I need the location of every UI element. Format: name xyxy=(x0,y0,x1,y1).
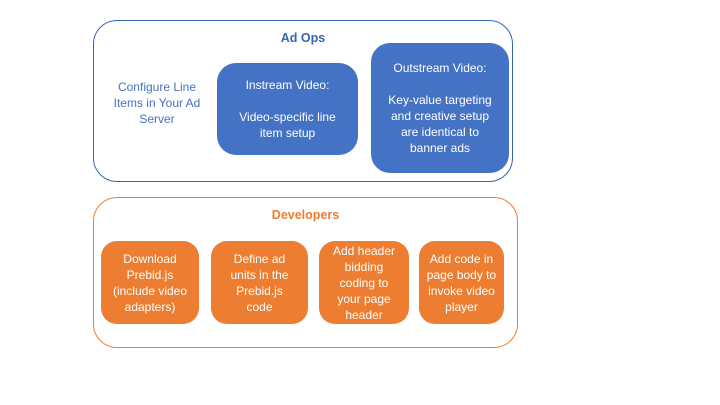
developer-step-text: Add code in page body to invoke video pl… xyxy=(426,251,497,314)
developer-step-text: Download Prebid.js (include video adapte… xyxy=(112,251,188,314)
outstream-video-box: Outstream Video: Key-value targeting and… xyxy=(371,43,509,173)
ad-ops-title: Ad Ops xyxy=(280,31,326,45)
developer-step-invoke-player-box: Add code in page body to invoke video pl… xyxy=(419,241,504,324)
ad-ops-group: Ad Ops Configure Line Items in Your Ad S… xyxy=(93,20,513,182)
developer-step-header-bidding-box: Add header bidding coding to your page h… xyxy=(319,241,409,324)
developer-step-text: Define ad units in the Prebid.js code xyxy=(230,251,289,314)
instream-video-box: Instream Video: Video-specific line item… xyxy=(217,63,358,155)
developers-group: Developers Download Prebid.js (include v… xyxy=(93,197,518,348)
outstream-video-text: Outstream Video: Key-value targeting and… xyxy=(388,61,492,155)
instream-video-text: Instream Video: Video-specific line item… xyxy=(239,78,336,140)
developers-title: Developers xyxy=(271,208,340,222)
developer-step-text: Add header bidding coding to your page h… xyxy=(332,243,396,322)
configure-line-items-note: Configure Line Items in Your Ad Server xyxy=(113,80,201,126)
developer-step-define-ad-units-box: Define ad units in the Prebid.js code xyxy=(211,241,308,324)
developer-step-download-prebid-box: Download Prebid.js (include video adapte… xyxy=(101,241,199,324)
